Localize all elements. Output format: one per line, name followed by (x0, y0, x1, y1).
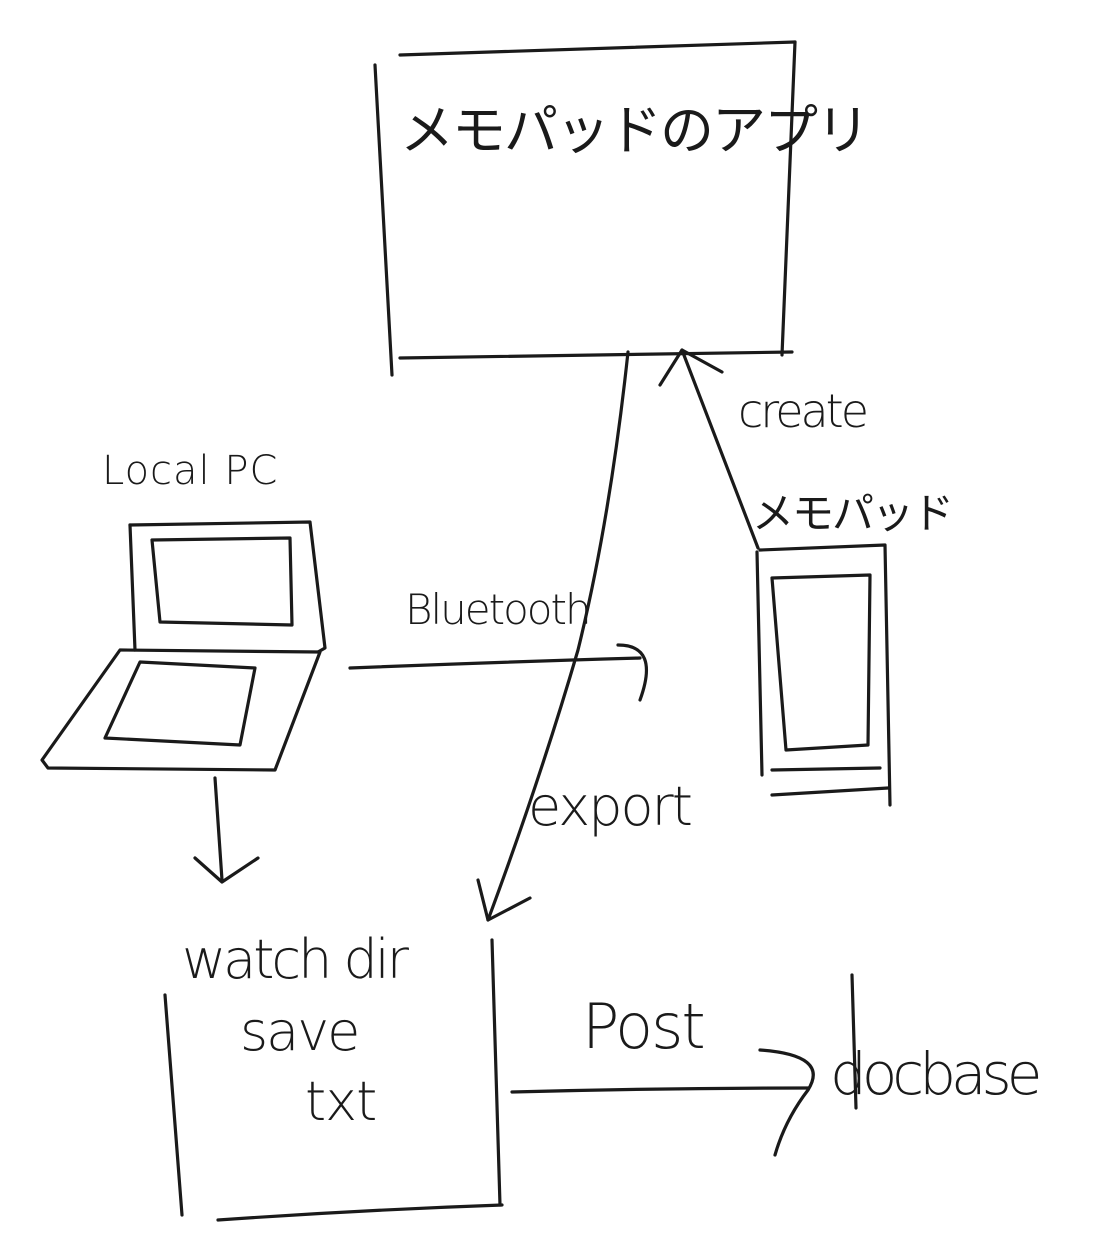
memopad-app-box (373, 40, 797, 377)
create-label: create (738, 384, 869, 438)
save-label: save (240, 1000, 360, 1063)
bluetooth-arrow (348, 643, 649, 702)
bluetooth-label: Bluetooth (405, 585, 592, 634)
docbase-stroke (850, 973, 858, 1110)
txt-label: txt (305, 1070, 377, 1133)
docbase-label: docbase (830, 1040, 1042, 1108)
post-label: Post (582, 990, 706, 1063)
memopad-device-icon (755, 543, 892, 807)
laptop-icon (40, 520, 327, 772)
create-arrow (658, 348, 760, 550)
pc-to-watchdir-arrow (193, 776, 260, 884)
local-pc-label: Local PC (102, 448, 279, 494)
watch-dir-box (163, 938, 504, 1222)
memopad-label: メモパッド (752, 489, 954, 538)
watch-dir-label: watch dir (182, 928, 409, 991)
memopad-app-label: メモパッドのアプリ (400, 99, 870, 162)
post-arrow (510, 1048, 815, 1157)
export-arrow (476, 350, 630, 922)
export-label: export (528, 775, 693, 838)
